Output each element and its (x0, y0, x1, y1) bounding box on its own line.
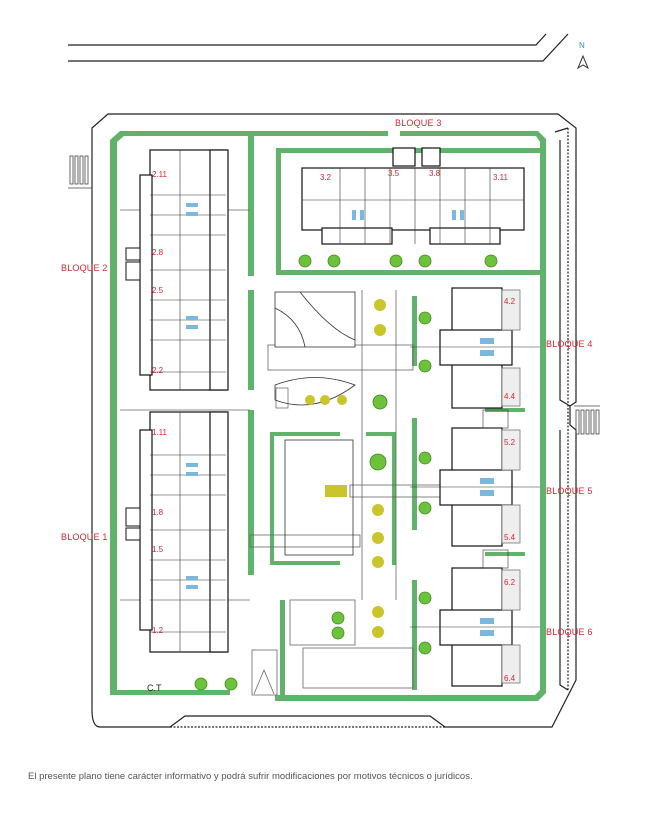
bloque1-label: BLOQUE 1 (61, 532, 108, 542)
bloque5-label: BLOQUE 5 (546, 486, 593, 496)
transformer-label: C.T (147, 683, 162, 693)
unit-label: 6.4 (504, 674, 516, 683)
unit-label: 4.2 (504, 297, 516, 306)
unit-label: 1.11 (152, 428, 167, 437)
palm-icons (305, 299, 386, 638)
unit-label: 1.2 (152, 626, 164, 635)
tree-icons (194, 254, 498, 691)
west-pools (186, 203, 198, 589)
unit-label: 1.8 (152, 508, 164, 517)
crosswalk-left (68, 155, 92, 189)
unit-label: 3.11 (493, 173, 508, 182)
bloque1-building (139, 411, 229, 653)
bloque6-label: BLOQUE 6 (546, 627, 593, 637)
east-terraces (501, 289, 521, 684)
disclaimer-text: El presente plano tiene carácter informa… (28, 771, 473, 782)
plot-boundary (91, 113, 577, 728)
unit-label: 2.2 (152, 366, 164, 375)
unit-label: 2.5 (152, 286, 164, 295)
crosswalk-right (574, 405, 600, 435)
playground (274, 291, 356, 348)
unit-label: 6.2 (504, 578, 516, 587)
unit-label: 1.5 (152, 545, 164, 554)
east-grid (410, 346, 540, 628)
unit-label: 5.2 (504, 438, 516, 447)
bloque3-building (301, 147, 525, 245)
unit-label: 2.8 (152, 248, 164, 257)
unit-label: 2.11 (152, 170, 167, 179)
west-stair-cores (125, 247, 141, 541)
unit-label: 3.2 (320, 173, 332, 182)
unit-label: 3.8 (429, 169, 441, 178)
north-label: N (579, 41, 585, 50)
street-lines (68, 33, 569, 62)
east-pools (480, 338, 494, 636)
bloque3-label: BLOQUE 3 (395, 118, 442, 128)
bloque2-label: BLOQUE 2 (61, 263, 108, 273)
unit-label: 3.5 (388, 169, 400, 178)
unit-label: 5.4 (504, 533, 516, 542)
bloque3-pools (352, 210, 464, 220)
unit-label: 4.4 (504, 392, 516, 401)
lounge-deck (275, 387, 289, 409)
north-arrow-icon (576, 54, 590, 70)
pool-area (274, 377, 356, 556)
west-unit-grid (150, 150, 226, 652)
bloque3-grid (302, 168, 524, 244)
bloque4-label: BLOQUE 4 (546, 339, 593, 349)
